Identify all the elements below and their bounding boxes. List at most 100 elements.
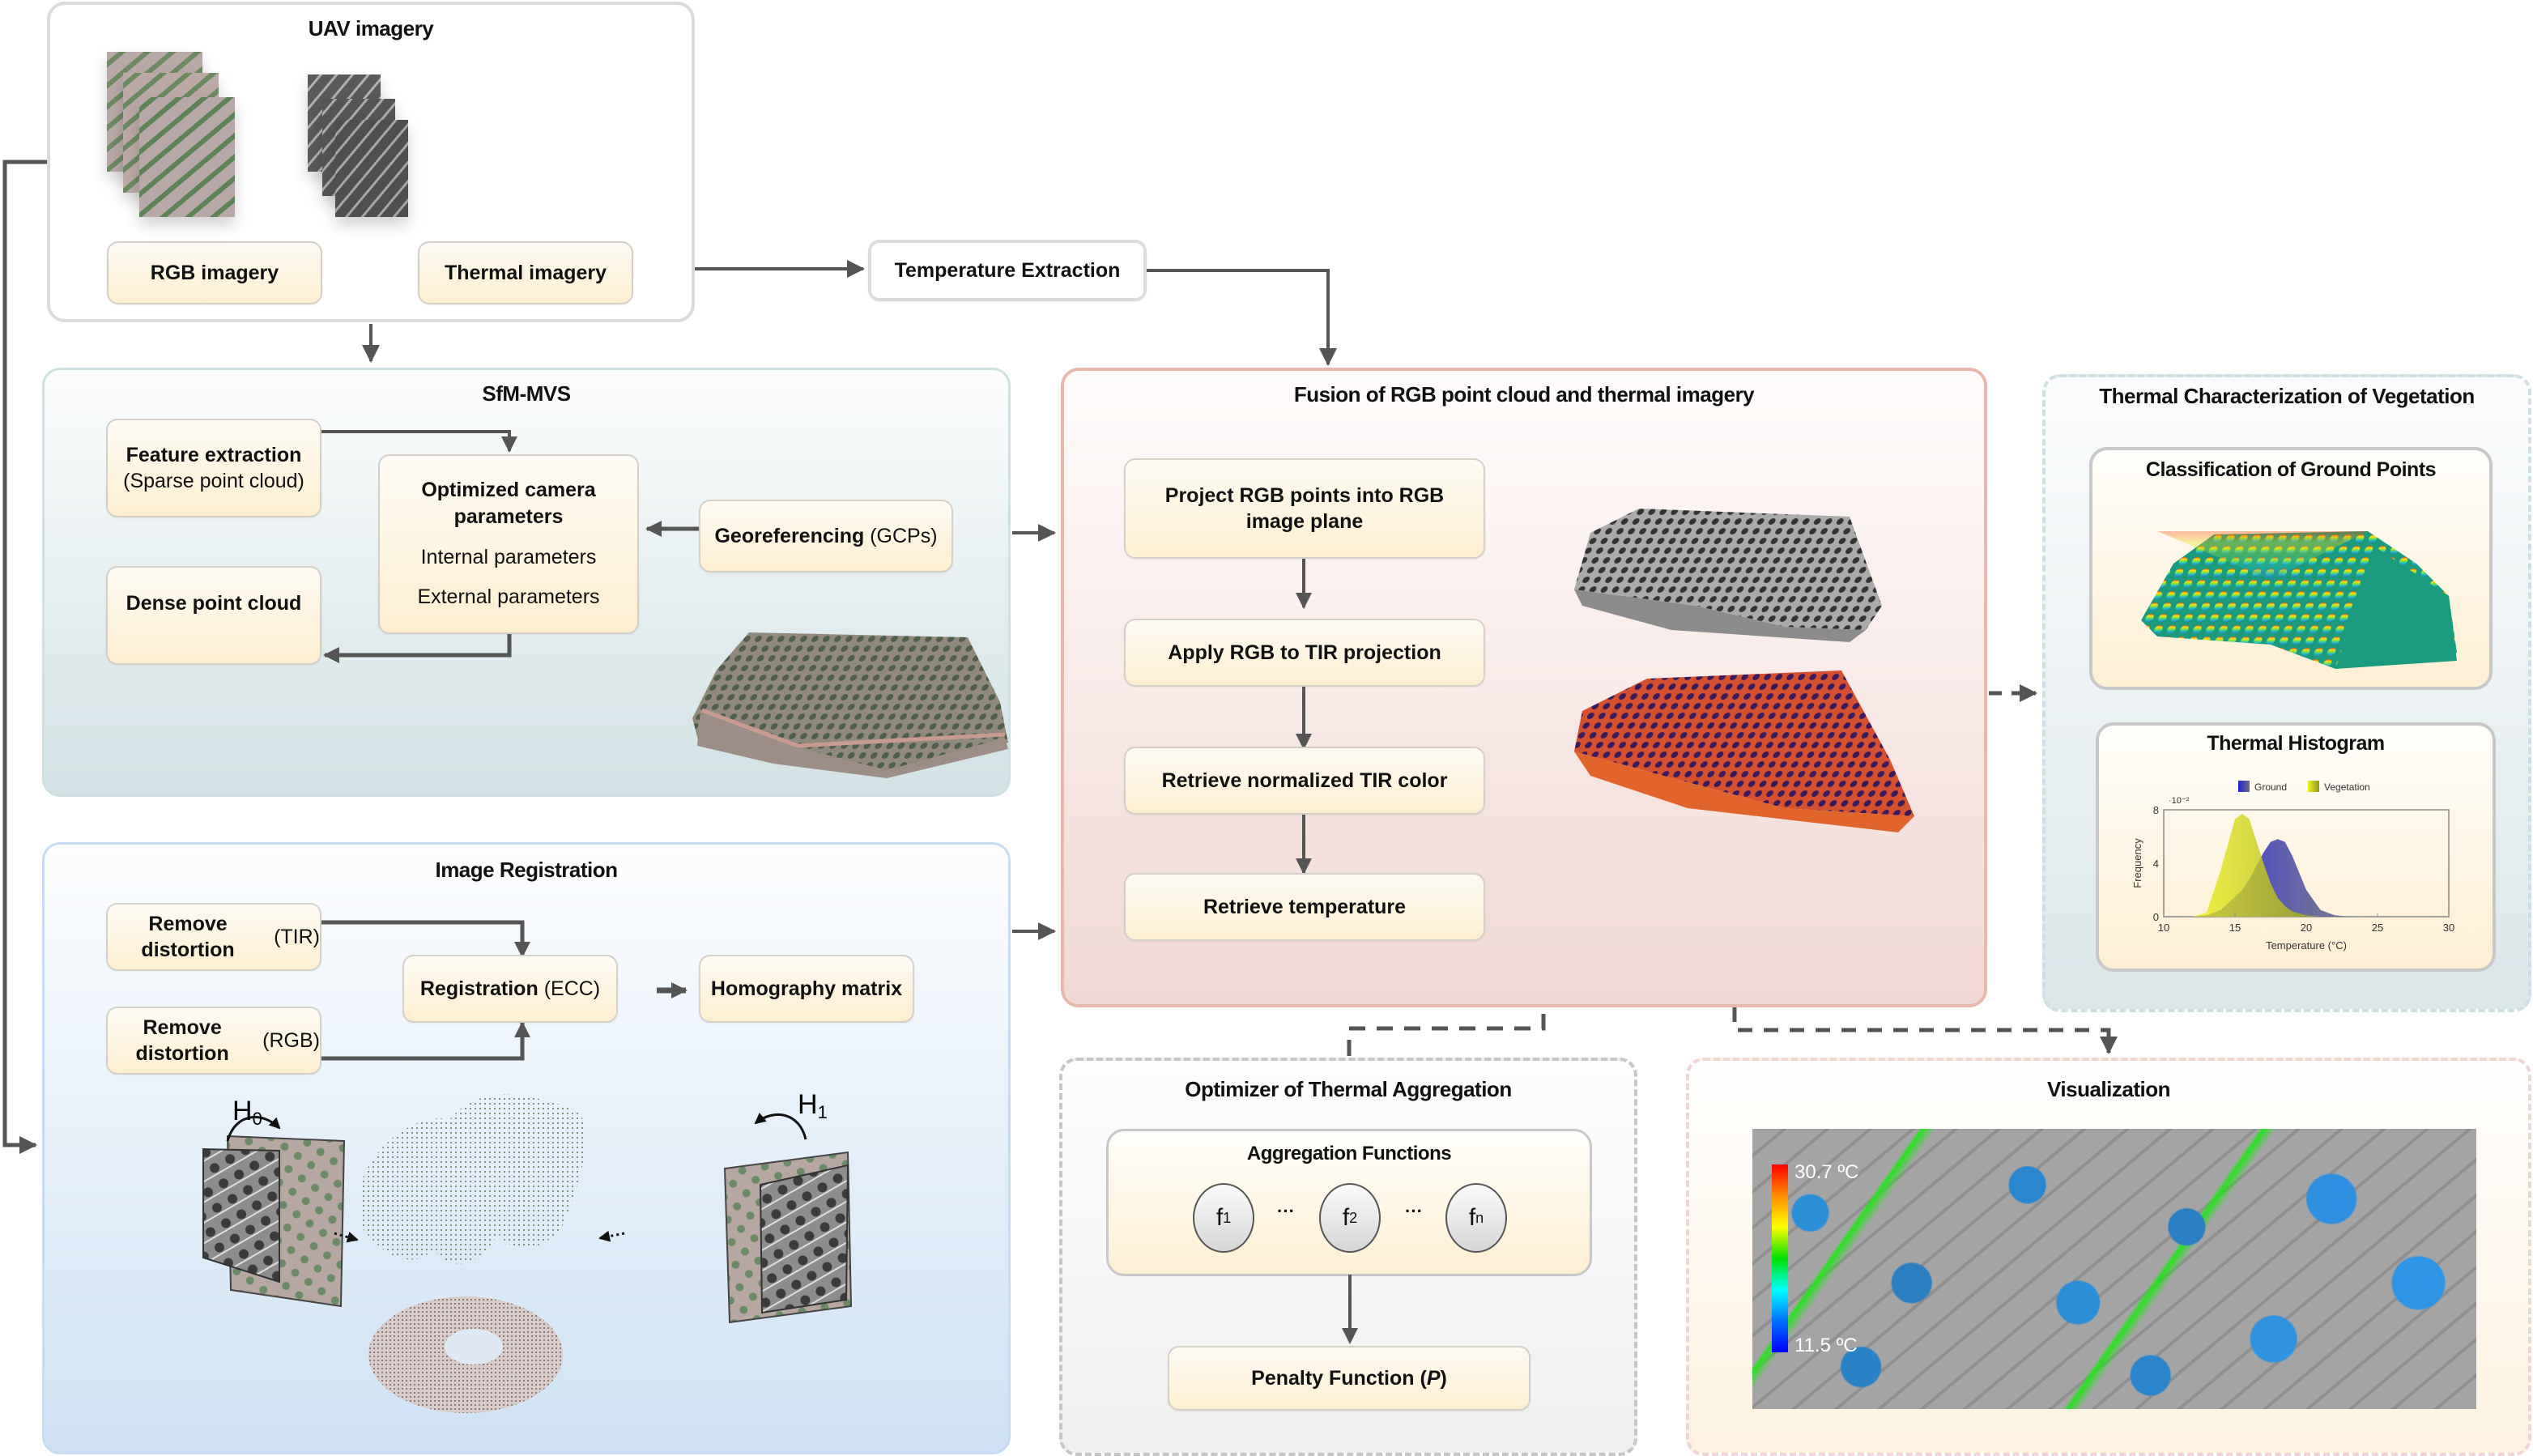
- georeferencing-title: Georeferencing: [714, 524, 865, 547]
- thermal-imagery-box[interactable]: Thermal imagery: [418, 241, 633, 304]
- internal-params-label: Internal parameters: [420, 546, 597, 568]
- classification-panel: Classification of Ground Points: [2089, 447, 2493, 690]
- sfm-mvs-panel: SfM-MVS Feature extraction (Sparse point…: [42, 368, 1011, 797]
- thermal-histogram-panel: Thermal Histogram 10 15 20 25 30 0 4 8 ·10⁻² Temp…: [2096, 722, 2496, 972]
- thermal-overlay-image: 30.7 ºC 11.5 ºC: [1752, 1129, 2476, 1409]
- dense-cloud-box[interactable]: Dense point cloud: [106, 566, 321, 665]
- y-multiplier-label: ·10⁻²: [2169, 796, 2190, 806]
- fusion-step-2[interactable]: Apply RGB to TIR projection: [1124, 619, 1485, 687]
- thermal-imagery-label: Thermal imagery: [444, 261, 607, 284]
- camera-params-box[interactable]: Optimized camera parameters Internal par…: [378, 454, 639, 634]
- thermal-histogram-chart: 10 15 20 25 30 0 4 8 ·10⁻² Temperature (°C) Freque…: [2131, 781, 2454, 952]
- x-tick-label: 25: [2372, 922, 2383, 934]
- connector-temperature-to-fusion: [1145, 269, 1337, 366]
- rgb-imagery-box[interactable]: RGB imagery: [107, 241, 322, 304]
- fusion-step-1[interactable]: Project RGB points into RGB image plane: [1124, 458, 1485, 559]
- y-tick-label: 0: [2153, 911, 2159, 923]
- connector-uav-to-registration: [2, 160, 47, 1154]
- georeferencing-suffix: (GCPs): [870, 524, 938, 547]
- thermal-plane-left: [202, 1147, 280, 1284]
- legend-swatch-vegetation: [2308, 781, 2319, 792]
- registration-ecc-box[interactable]: Registration (ECC): [402, 955, 618, 1023]
- x-tick-label: 15: [2229, 922, 2241, 934]
- feature-extraction-title: Feature extraction: [126, 443, 302, 466]
- remove-distortion-tir-title: Remove distortion: [141, 912, 235, 962]
- histogram-title: Thermal Histogram: [2207, 732, 2385, 755]
- feature-extraction-box[interactable]: Feature extraction (Sparse point cloud): [106, 419, 321, 517]
- x-axis-label: Temperature (°C): [2266, 939, 2347, 952]
- temperature-extraction-box[interactable]: Temperature Extraction: [868, 240, 1147, 301]
- ellipsis-2: ···: [1405, 1201, 1423, 1221]
- sfm-mvs-title: SfM-MVS: [482, 381, 571, 406]
- y-tick-label: 4: [2153, 858, 2159, 870]
- y-tick-label: 8: [2153, 804, 2159, 816]
- thermal-image-3: [335, 120, 408, 217]
- h0-label: H0: [232, 1096, 262, 1129]
- colorbar-min-label: 11.5 ºC: [1794, 1335, 1858, 1356]
- y-axis-label: Frequency: [2131, 838, 2143, 888]
- optimizer-panel: Optimizer of Thermal Aggregation Aggrega…: [1059, 1058, 1637, 1456]
- fusion-title: Fusion of RGB point cloud and thermal im…: [1293, 382, 1755, 407]
- series-area-vegetation: [2192, 814, 2349, 917]
- thermal-characterization-panel: Thermal Characterization of Vegetation C…: [2042, 374, 2531, 1012]
- visualization-title: Visualization: [2047, 1077, 2170, 1101]
- remove-distortion-rgb-title: Remove distortion: [135, 1015, 229, 1066]
- legend-swatch-ground: [2238, 781, 2250, 792]
- fusion-step-4-label: Retrieve temperature: [1203, 895, 1407, 918]
- fusion-arrows: [1296, 557, 1312, 875]
- thermal-characterization-title: Thermal Characterization of Vegetation: [2099, 384, 2475, 408]
- fusion-panel: Fusion of RGB point cloud and thermal im…: [1061, 368, 1987, 1007]
- grayscale-point-cloud: [1574, 509, 1882, 630]
- tree-point-cloud: [360, 1094, 586, 1264]
- optimizer-title: Optimizer of Thermal Aggregation: [1185, 1077, 1512, 1101]
- x-tick-label: 30: [2443, 922, 2454, 934]
- fusion-step-3[interactable]: Retrieve normalized TIR color: [1124, 747, 1485, 815]
- camera-params-title: Optimized camera parameters: [421, 479, 596, 528]
- registration-arrows: [287, 920, 688, 1061]
- inferno-point-cloud: [1574, 671, 1914, 816]
- penalty-function-label: Penalty Function (P): [1251, 1366, 1447, 1390]
- legend-label-vegetation: Vegetation: [2324, 781, 2370, 793]
- feature-extraction-subtitle: (Sparse point cloud): [123, 470, 304, 492]
- series-area-ground: [2192, 839, 2349, 917]
- image-registration-panel: Image Registration Remove distortion (TI…: [42, 842, 1011, 1454]
- x-tick-label: 10: [2158, 922, 2169, 934]
- registration-illustration: H0 H1: [202, 1089, 853, 1413]
- remove-distortion-tir-box[interactable]: Remove distortion (TIR): [106, 903, 321, 971]
- remove-distortion-rgb-box[interactable]: Remove distortion (RGB): [106, 1007, 321, 1075]
- aggregation-functions-title: Aggregation Functions: [1246, 1143, 1452, 1164]
- remove-distortion-rgb-suffix: (RGB): [262, 1028, 320, 1052]
- ground-classification-image: [2141, 531, 2457, 669]
- colorbar: [1772, 1164, 1788, 1352]
- x-tick-label: 20: [2301, 922, 2312, 934]
- h1-label: H1: [798, 1089, 828, 1122]
- rgb-image-3: [139, 97, 235, 217]
- fusion-step-1-label: Project RGB points into RGB image plane: [1164, 483, 1445, 534]
- visualization-panel: Visualization 30.7 ºC 11.5 ºC: [1686, 1058, 2531, 1456]
- fusion-step-4[interactable]: Retrieve temperature: [1124, 873, 1485, 941]
- homography-matrix-title: Homography matrix: [710, 977, 903, 1000]
- external-params-label: External parameters: [417, 585, 600, 608]
- fusion-step-3-label: Retrieve normalized TIR color: [1161, 768, 1448, 792]
- legend-label-ground: Ground: [2254, 781, 2287, 793]
- registration-ecc-title: Registration: [419, 977, 539, 1000]
- rgb-point-cloud-image: [692, 632, 1008, 778]
- georeferencing-box[interactable]: Georeferencing (GCPs): [699, 500, 953, 573]
- uav-imagery-title: UAV imagery: [308, 16, 434, 40]
- homography-matrix-box[interactable]: Homography matrix: [699, 955, 914, 1023]
- colorbar-max-label: 30.7 ºC: [1794, 1161, 1859, 1183]
- remove-distortion-tir-suffix: (TIR): [274, 925, 320, 948]
- connector-optimizer-feedback: [1347, 768, 1546, 1056]
- ellipsis-1: ···: [1277, 1201, 1295, 1221]
- temperature-extraction-label: Temperature Extraction: [894, 258, 1121, 282]
- thermal-plane-right: [759, 1164, 849, 1314]
- dense-cloud-title: Dense point cloud: [126, 591, 302, 615]
- fusion-point-clouds: [1574, 509, 1914, 832]
- registration-ecc-suffix: (ECC): [543, 977, 601, 1000]
- sfm-arrows: [320, 430, 699, 663]
- penalty-function-box[interactable]: Penalty Function (P): [1168, 1346, 1530, 1411]
